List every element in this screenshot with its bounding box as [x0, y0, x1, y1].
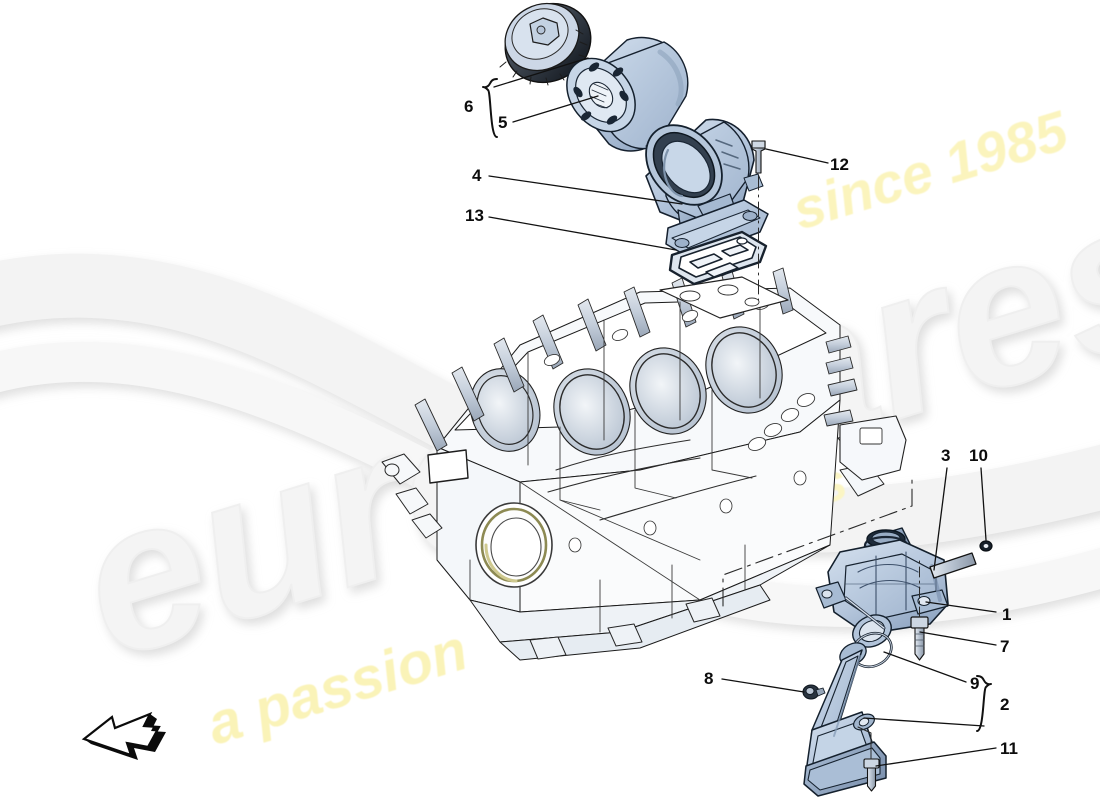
- callout-9: 9: [970, 674, 980, 693]
- oil-filter-housing-gasket: [668, 230, 768, 286]
- leader-3: [933, 467, 948, 571]
- callout-10: 10: [969, 446, 988, 465]
- callout-13: 13: [465, 206, 484, 225]
- leader-10: [980, 467, 987, 541]
- callout-3: 3: [941, 446, 951, 465]
- callout-2: 2: [1000, 695, 1010, 714]
- callout-4: 4: [472, 166, 482, 185]
- oil-pump-bolt: [910, 616, 929, 661]
- oil-filter-cap: [499, 2, 592, 86]
- callout-6: 6: [464, 97, 474, 116]
- oil-pump: [815, 527, 949, 648]
- oil-pickup-tube: [803, 642, 887, 797]
- oil-filter-cartridge: [566, 36, 689, 158]
- callout-12: 12: [830, 155, 849, 174]
- side-stud: [823, 335, 858, 427]
- crank-seal-bore: [475, 502, 553, 588]
- bolt-leader-11: [857, 726, 872, 760]
- leader-8: [721, 678, 805, 693]
- leader-9: [883, 651, 967, 683]
- callout-7: 7: [1000, 637, 1010, 656]
- leader-7: [919, 631, 997, 646]
- leader-13: [488, 216, 677, 251]
- leader-2: [863, 717, 985, 727]
- leader-lines: [488, 57, 997, 767]
- callout-11: 11: [1000, 739, 1018, 758]
- engine-cylinder-block: [381, 267, 907, 661]
- oil-filter-housing: [645, 118, 769, 259]
- oil-filter-housing-bolt: [751, 140, 766, 174]
- oil-pump-o-ring: [979, 540, 993, 552]
- oil-pickup-tube-screw: [802, 684, 826, 700]
- leader-11: [875, 747, 997, 767]
- callout-1: 1: [1002, 605, 1012, 624]
- bracket-2: [976, 675, 992, 732]
- leader-1: [925, 601, 997, 613]
- callout-8: 8: [704, 669, 714, 688]
- oil-pump-dowel-pin: [929, 552, 977, 579]
- leader-6: [493, 57, 589, 88]
- assembly-position-indicator: [722, 479, 913, 607]
- callout-5: 5: [498, 113, 508, 132]
- bracket-6: [482, 78, 498, 138]
- leader-12: [765, 148, 829, 164]
- orientation-arrow: [81, 711, 166, 760]
- leader-5: [512, 95, 599, 123]
- leader-4: [488, 175, 683, 205]
